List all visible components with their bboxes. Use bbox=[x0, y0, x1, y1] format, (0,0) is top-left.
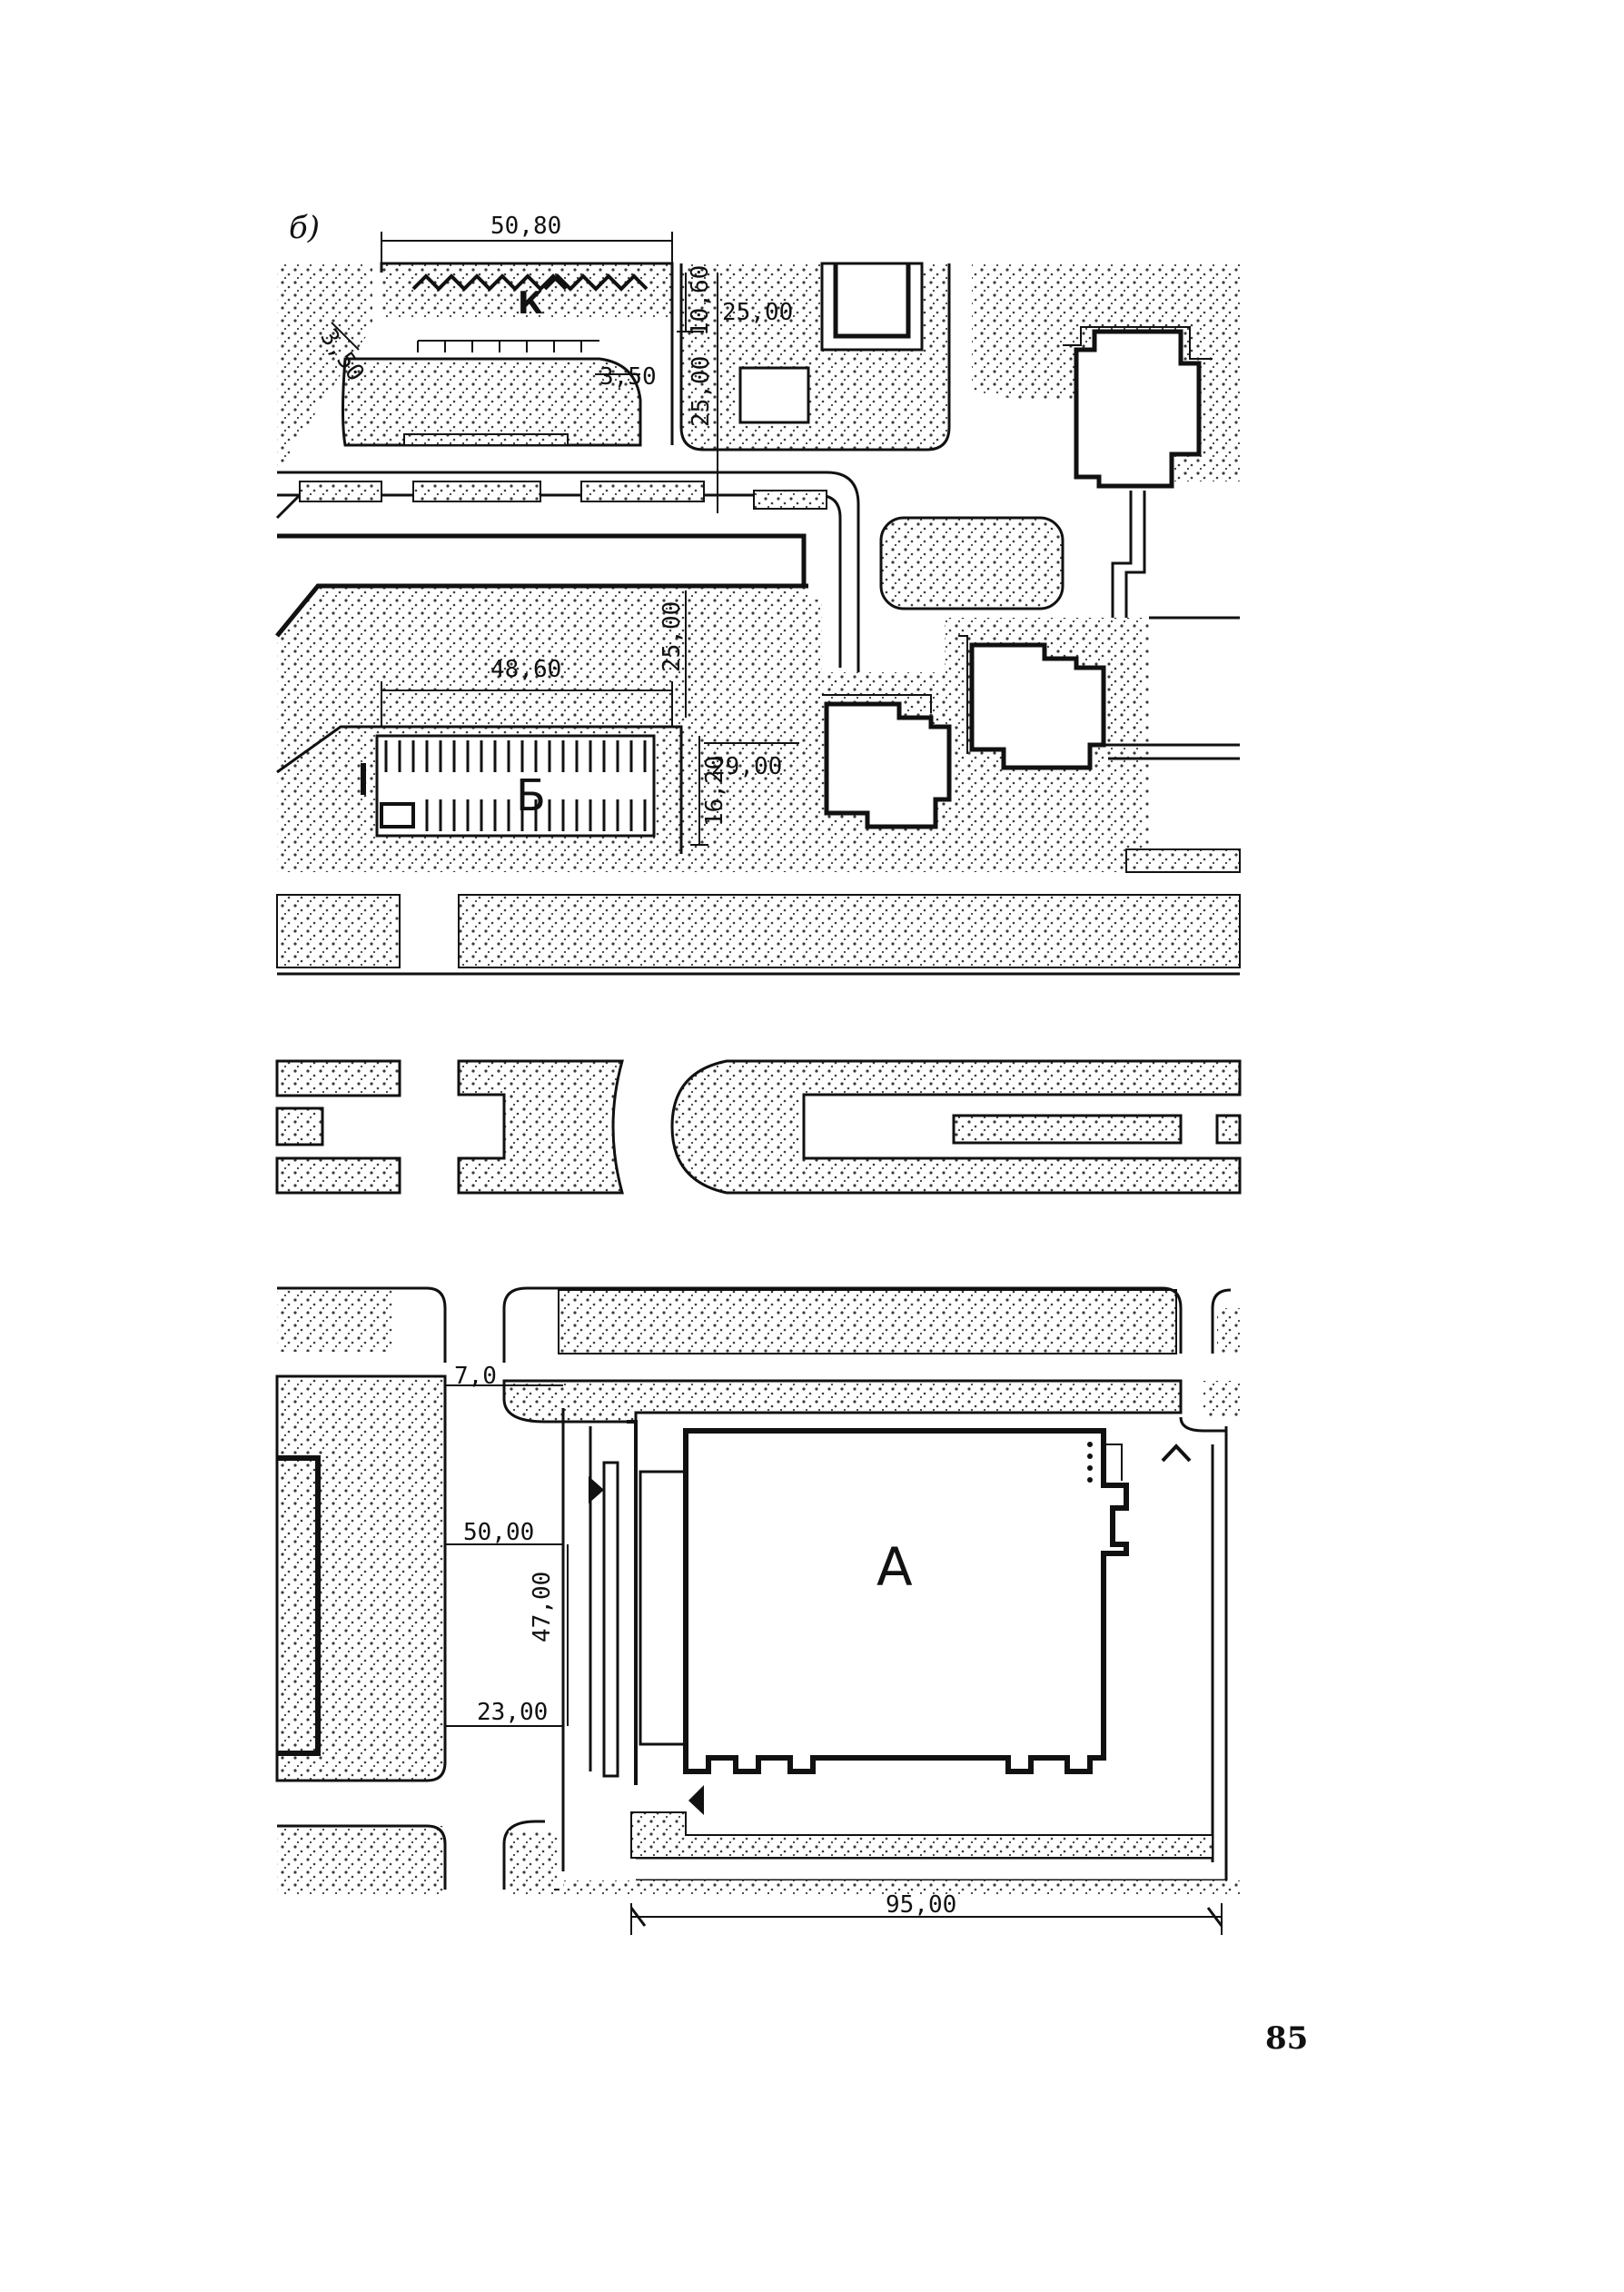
arrow-left-entry bbox=[688, 1785, 704, 1815]
tower-building-3 bbox=[824, 701, 952, 829]
dim-v-10-60: 10,60 bbox=[687, 265, 714, 336]
green-strip-right bbox=[458, 894, 1241, 968]
green-strip-left bbox=[276, 894, 401, 968]
parking-b-label: Б bbox=[516, 770, 546, 821]
parking-bays-k bbox=[417, 340, 599, 352]
green-lower-top-left bbox=[277, 1288, 395, 1352]
tower-building-1 bbox=[1074, 329, 1202, 489]
dim-w-95-00: 95,00 bbox=[886, 1891, 956, 1919]
dim-v-16-20: 16,20 bbox=[701, 756, 728, 827]
dim-v-47-00: 47,00 bbox=[529, 1572, 556, 1642]
green-band-a bbox=[502, 1379, 1183, 1424]
upper-plan bbox=[275, 262, 1241, 976]
green-oval bbox=[879, 516, 1065, 610]
green-mid-1 bbox=[275, 1059, 401, 1097]
road-upper-edge bbox=[277, 471, 860, 672]
green-lower-top-center bbox=[558, 1289, 1177, 1354]
dim-w-48-60: 48,60 bbox=[490, 656, 561, 683]
middle-plan bbox=[275, 1059, 1242, 1195]
lower-plan bbox=[275, 1286, 1240, 1894]
green-island-upper bbox=[342, 357, 642, 447]
building-a bbox=[683, 1428, 1129, 1774]
dim-small-3-50: 3,50 bbox=[599, 363, 657, 391]
parking-b bbox=[375, 734, 656, 838]
green-mid-3 bbox=[670, 1059, 1242, 1195]
parking-k-hatch bbox=[411, 273, 649, 292]
green-area-top-left bbox=[277, 263, 372, 472]
dim-w-29-00: 29,00 bbox=[711, 753, 782, 780]
parking-k-label: К bbox=[518, 285, 543, 322]
dim-w-23-00: 23,00 bbox=[477, 1699, 548, 1726]
dim-w-50-00: 50,00 bbox=[463, 1519, 534, 1546]
dimension-lines bbox=[331, 232, 1223, 1935]
building-a-label: А bbox=[876, 1536, 913, 1598]
green-lower-left bbox=[275, 1374, 447, 1782]
green-parking-k bbox=[381, 263, 672, 318]
arrow-right-entry bbox=[589, 1476, 604, 1503]
dim-v-25-00-b: 25,00 bbox=[659, 601, 686, 672]
parking-b-stalls bbox=[384, 740, 647, 831]
entrance-dots bbox=[1087, 1442, 1093, 1483]
dim-top-width: 50,80 bbox=[490, 213, 561, 240]
dim-h-25-00-top: 25,00 bbox=[722, 299, 793, 326]
green-below-a bbox=[630, 1811, 1213, 1859]
dim-v-25-00-a: 25,00 bbox=[688, 356, 715, 427]
arrow-up-entry bbox=[1161, 1444, 1192, 1463]
page-number: 85 bbox=[1265, 2020, 1309, 2057]
figure-label: б) bbox=[289, 210, 320, 246]
green-lower-bottom-left bbox=[277, 1826, 445, 1894]
text-labels: б) 50,80 3,50 3,50 10,60 25,00 25,00 25,… bbox=[289, 210, 956, 1919]
dim-w-7-0: 7,0 bbox=[454, 1363, 497, 1390]
green-mid-2 bbox=[457, 1059, 624, 1195]
